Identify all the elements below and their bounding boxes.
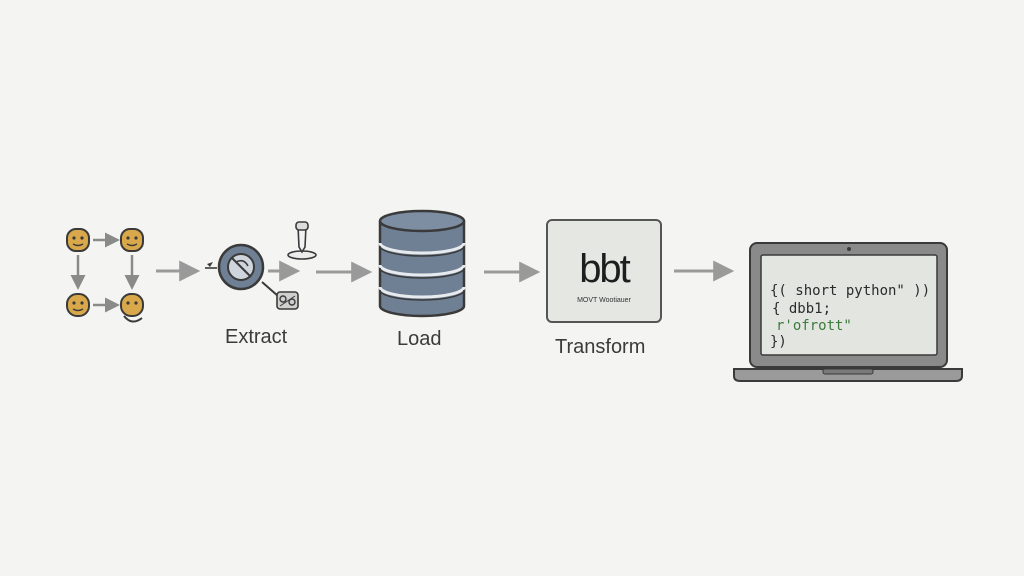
data-node-icon	[120, 293, 144, 323]
extract-lens-icon	[205, 243, 279, 297]
transform-label: Transform	[555, 336, 646, 358]
data-node-icon	[66, 228, 90, 252]
code-line-4: })	[770, 334, 787, 350]
data-node-icon	[120, 228, 144, 252]
code-line-1: {( short python" ))	[770, 283, 931, 299]
code-line-2: { dbb1;	[772, 301, 832, 317]
pin-icon	[287, 221, 317, 260]
code-line-3: r'ofrott"	[776, 318, 852, 334]
load-label: Load	[397, 328, 442, 350]
dbt-logo-text: bbt	[579, 247, 631, 291]
dbt-transform-box: bbt MOVT Wootiauer	[546, 219, 662, 323]
gear-package-icon	[276, 291, 299, 310]
dbt-subtitle: MOVT Wootiauer	[577, 297, 631, 304]
database-icon	[378, 209, 466, 318]
laptop-icon	[733, 242, 963, 382]
data-node-icon	[66, 293, 90, 317]
extract-label: Extract	[225, 326, 288, 348]
source-nodes	[66, 228, 144, 323]
